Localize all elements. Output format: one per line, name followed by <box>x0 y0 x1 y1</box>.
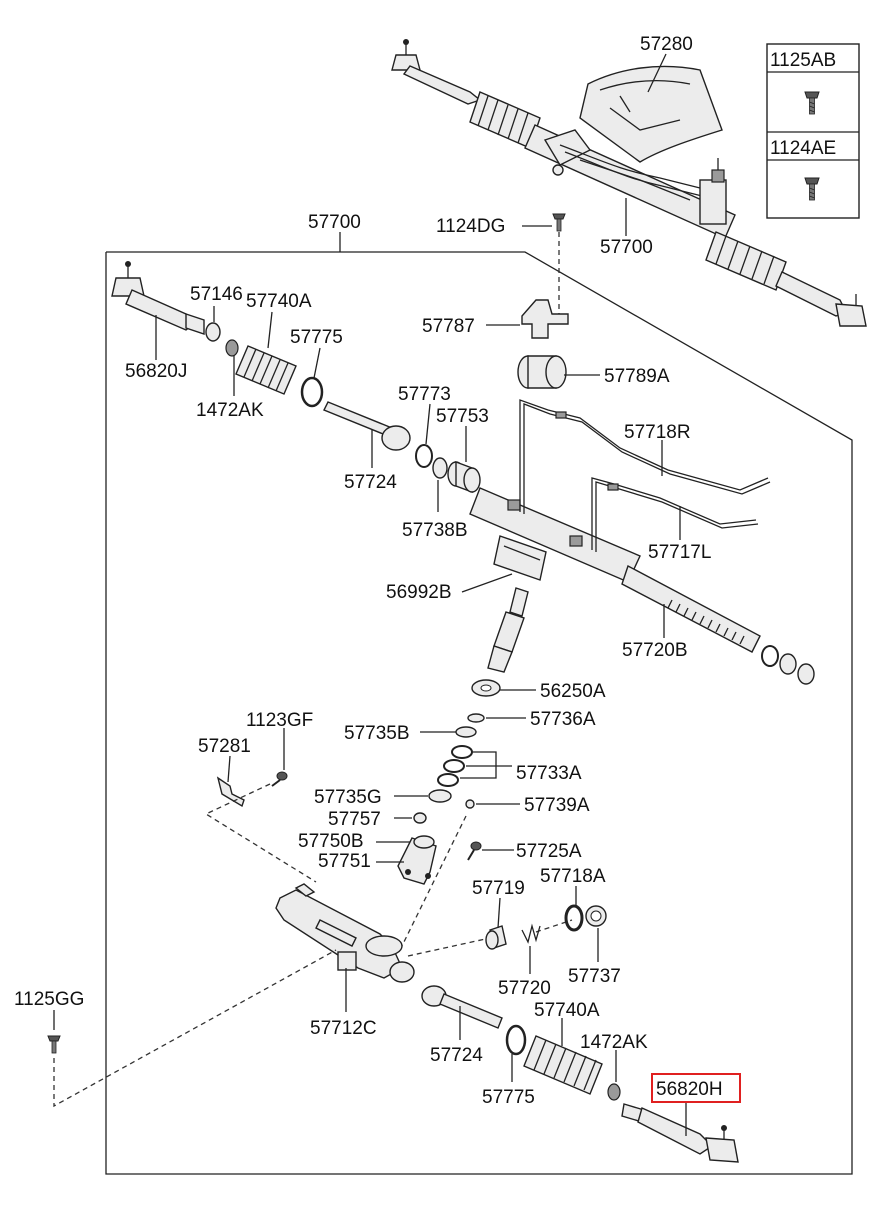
plug-57719 <box>485 925 507 950</box>
washer-57736A <box>467 713 485 723</box>
label-plate-56992B <box>493 535 547 581</box>
cap-57737 <box>585 905 607 927</box>
inner-tie-rod-57724-left <box>323 401 411 451</box>
rack-housing-57720B <box>469 487 815 685</box>
seal-57735G <box>428 789 452 803</box>
callout-57724-left[interactable]: 57724 <box>344 472 397 493</box>
callout-57775-right[interactable]: 57775 <box>482 1087 535 1108</box>
callout-57700[interactable]: 57700 <box>308 212 361 233</box>
ring-57718A <box>564 904 584 932</box>
callout-57775-left[interactable]: 57775 <box>290 327 343 348</box>
callout-56820J[interactable]: 56820J <box>125 361 187 382</box>
callout-57718R[interactable]: 57718R <box>624 422 691 443</box>
callout-57750B[interactable]: 57750B <box>298 831 364 852</box>
callout-57735G[interactable]: 57735G <box>314 787 382 808</box>
mounting-bracket-57787 <box>521 299 569 339</box>
gear-housing-57712C <box>275 883 415 983</box>
plug-57757 <box>413 812 427 824</box>
callout-57738B[interactable]: 57738B <box>402 520 468 541</box>
callout-57737[interactable]: 57737 <box>568 966 621 987</box>
band-57775-left <box>300 376 324 408</box>
callout-56992B[interactable]: 56992B <box>386 582 452 603</box>
callout-1124DG[interactable]: 1124DG <box>436 216 505 237</box>
bolt-1125GG <box>47 1035 61 1054</box>
rack-teeth <box>667 599 745 645</box>
legend-code-1125AB[interactable]: 1125AB <box>770 50 836 71</box>
bracket-57281 <box>216 776 245 808</box>
callout-57712C[interactable]: 57712C <box>310 1018 377 1039</box>
callout-1472AK-left[interactable]: 1472AK <box>196 400 264 421</box>
callout-57740A-right[interactable]: 57740A <box>534 1000 600 1021</box>
ring-57738B <box>432 457 448 479</box>
fastener-legend: 1125AB 1124AE <box>766 43 860 219</box>
highlight-box-56820H <box>651 1073 741 1103</box>
callout-57717L[interactable]: 57717L <box>648 542 711 563</box>
callout-57736A[interactable]: 57736A <box>530 709 596 730</box>
yoke-57750B <box>397 835 437 885</box>
band-57775-right <box>505 1024 527 1056</box>
bolt-57725A <box>467 841 482 861</box>
inner-tie-rod-57724-right <box>421 985 503 1029</box>
right-boot-overview <box>705 231 787 291</box>
lock-nut-57146 <box>205 322 221 342</box>
bushing-57789A <box>517 355 567 389</box>
pressure-pipes <box>519 399 771 552</box>
callout-57733A[interactable]: 57733A <box>516 763 582 784</box>
heat-shield-57280 <box>579 65 723 163</box>
assembled-gear-overview <box>391 39 867 327</box>
callout-56250A[interactable]: 56250A <box>540 681 606 702</box>
callout-57280[interactable]: 57280 <box>640 34 693 55</box>
bolt-1124DG <box>552 213 566 232</box>
legend-code-1124AE[interactable]: 1124AE <box>770 138 836 159</box>
callout-57718A[interactable]: 57718A <box>540 866 606 887</box>
callout-57789A[interactable]: 57789A <box>604 366 670 387</box>
bolt-icon <box>804 91 820 115</box>
boot-57740A-left <box>235 345 297 395</box>
callout-1125GG[interactable]: 1125GG <box>14 989 84 1010</box>
boot-57740A-right <box>523 1035 603 1095</box>
callout-57739A[interactable]: 57739A <box>524 795 590 816</box>
ball-57739A <box>465 799 475 809</box>
callout-57700-overview[interactable]: 57700 <box>600 237 653 258</box>
callout-56820H[interactable]: 56820H <box>656 1079 723 1100</box>
callout-57787[interactable]: 57787 <box>422 316 475 337</box>
callout-57146[interactable]: 57146 <box>190 284 243 305</box>
bolt-icon <box>804 177 820 201</box>
seal-56250A <box>471 679 501 697</box>
callout-1123GF[interactable]: 1123GF <box>246 710 313 731</box>
callout-57773[interactable]: 57773 <box>398 384 451 405</box>
callout-57751[interactable]: 57751 <box>318 851 371 872</box>
clip-1472AK-right <box>607 1083 621 1101</box>
callout-57725A[interactable]: 57725A <box>516 841 582 862</box>
callout-57735B[interactable]: 57735B <box>344 723 410 744</box>
callout-57724-right[interactable]: 57724 <box>430 1045 483 1066</box>
callout-57720[interactable]: 57720 <box>498 978 551 999</box>
bolt-1123GF <box>271 771 288 787</box>
callout-1472AK-right[interactable]: 1472AK <box>580 1032 648 1053</box>
tie-rod-end-56820J <box>111 261 205 335</box>
spring-57720 <box>521 923 541 944</box>
clip-1472AK-left <box>225 339 239 357</box>
pinion-shaft <box>487 587 529 673</box>
callout-57753[interactable]: 57753 <box>436 406 489 427</box>
callout-57720B[interactable]: 57720B <box>622 640 688 661</box>
bush-57753 <box>447 460 481 494</box>
callout-57719[interactable]: 57719 <box>472 878 525 899</box>
callout-57740A-left[interactable]: 57740A <box>246 291 312 312</box>
tie-rod-end-56820H <box>621 1103 739 1163</box>
callout-57757[interactable]: 57757 <box>328 809 381 830</box>
washer-57735B <box>455 726 477 738</box>
callout-57281[interactable]: 57281 <box>198 736 251 757</box>
exploded-view-frame <box>105 251 853 1175</box>
ring-57773 <box>415 444 433 468</box>
